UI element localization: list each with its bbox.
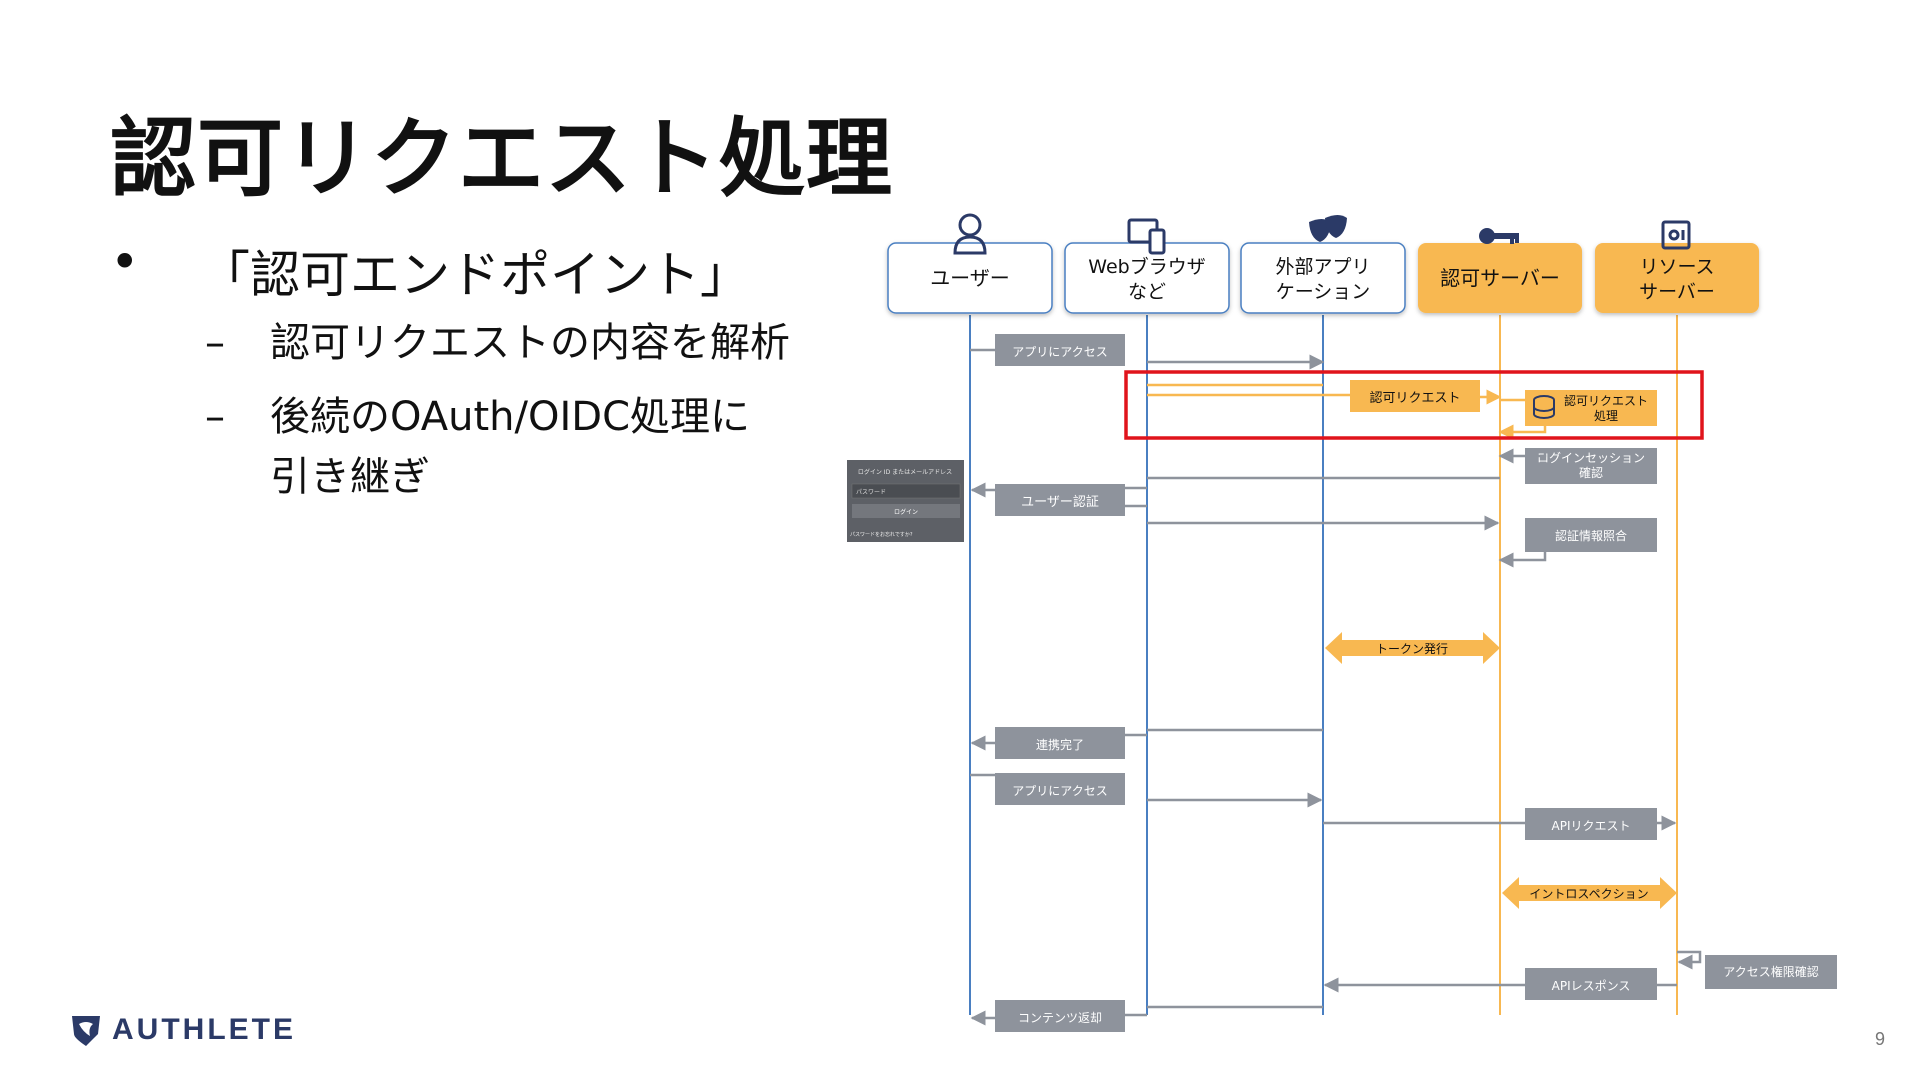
actor-app: 外部アプリ ケーション	[1240, 242, 1406, 314]
bullet-text: 「認可エンドポイント」	[200, 246, 750, 304]
msg-api-response-label: APIレスポンス	[1552, 979, 1631, 993]
devices-icon	[1127, 218, 1166, 255]
msg-auth-info	[1525, 518, 1657, 552]
introspection-arrow: イントロスペクション	[1502, 877, 1677, 909]
forgot-password-link: パスワードをお忘れですか?	[850, 531, 913, 538]
authz-request-process-label-1: 認可リクエスト	[1564, 393, 1648, 408]
msg-access-check-label: アクセス権限確認	[1723, 964, 1818, 979]
actor-authz-label: 認可サーバー	[1440, 266, 1560, 290]
key-icon	[1479, 228, 1519, 244]
msg-access-check	[1705, 955, 1837, 989]
msg-api-request	[1525, 808, 1657, 840]
authlete-logo-text: AUTHLETE	[112, 1013, 296, 1046]
sub-bullet-text-line2: 引き継ぎ	[270, 454, 430, 500]
password-field	[851, 483, 961, 499]
bullet-item-endpoint: • 「認可エンドポイント」	[110, 233, 830, 305]
introspection-label: イントロスペクション	[1529, 887, 1648, 901]
actor-authz-server: 認可サーバー	[1418, 243, 1582, 313]
msg-content-return	[995, 1000, 1125, 1032]
msg-login-session-label-1: ログインセッション	[1537, 451, 1645, 465]
actor-resource-label-2: サーバー	[1639, 281, 1715, 303]
authz-request-process-label-2: 処理	[1594, 409, 1618, 423]
msg-auth-info-label: 認証情報照合	[1555, 528, 1627, 543]
msg-api-response	[1525, 968, 1657, 1000]
sub-bullet-dash: –	[205, 394, 225, 440]
login-form-mock: ログイン ID またはメールアドレス パスワード ログイン パスワードをお忘れで…	[847, 460, 964, 542]
msg-app-access-2	[995, 773, 1125, 805]
msg-user-auth	[995, 484, 1125, 516]
actor-browser-label-1: Webブラウザ	[1088, 255, 1205, 278]
actor-resource-server: リソース サーバー	[1595, 243, 1759, 313]
slide-title: 認可リクエスト処理	[110, 109, 893, 209]
msg-app-access-2-label: アプリにアクセス	[1012, 784, 1107, 798]
login-id-placeholder: ログイン ID またはメールアドレス	[858, 468, 952, 476]
sub-bullet-text: 認可リクエストの内容を解析	[270, 320, 790, 366]
safe-icon	[1661, 220, 1691, 250]
login-button-label: ログイン	[894, 508, 918, 516]
bullet-dot: •	[110, 233, 140, 291]
sub-bullet-dash: –	[205, 320, 225, 366]
actor-app-label-1: 外部アプリ	[1275, 256, 1370, 278]
token-issue-label: トークン発行	[1376, 642, 1448, 656]
actor-user: ユーザー	[887, 242, 1053, 314]
msg-login-session-label-2: 確認	[1579, 465, 1603, 480]
msg-authz-request-label: 認可リクエスト	[1369, 390, 1460, 406]
msg-link-complete-label: 連携完了	[1036, 737, 1084, 752]
actor-browser-label-2: など	[1128, 281, 1166, 303]
bullet-list: • 「認可エンドポイント」 – 認可リクエストの内容を解析 – 後続のOAuth…	[110, 233, 830, 507]
msg-api-request-label: APIリクエスト	[1552, 819, 1631, 833]
sub-bullet-handoff: – 後続のOAuth/OIDC処理に 引き継ぎ	[110, 387, 830, 507]
login-button	[852, 504, 960, 518]
token-issue-arrow: トークン発行	[1325, 632, 1500, 664]
msg-authz-request	[1350, 380, 1480, 412]
actor-browser: Webブラウザ など	[1064, 242, 1230, 314]
msg-link-complete	[995, 727, 1125, 759]
highlight-authz-request	[1124, 370, 1704, 440]
password-placeholder: パスワード	[856, 489, 886, 496]
actor-user-label: ユーザー	[930, 266, 1010, 290]
page-number: 9	[1874, 1029, 1885, 1049]
msg-app-access-1-label: アプリにアクセス	[1012, 345, 1107, 359]
msg-content-return-label: コンテンツ返却	[1018, 1011, 1102, 1025]
authlete-logo: AUTHLETE	[68, 1012, 296, 1048]
user-icon	[953, 213, 987, 255]
msg-login-session	[1525, 448, 1657, 484]
sub-bullet-analyze: – 認可リクエストの内容を解析	[110, 313, 830, 373]
sub-bullet-text-line1: 後続のOAuth/OIDC処理に	[270, 394, 751, 440]
msg-user-auth-label: ユーザー認証	[1021, 494, 1099, 510]
msg-app-access-1	[995, 334, 1125, 366]
masks-icon	[1309, 215, 1347, 242]
actor-resource-label-1: リソース	[1639, 256, 1714, 278]
actor-app-label-2: ケーション	[1276, 281, 1371, 303]
authlete-logo-icon	[72, 1016, 100, 1046]
database-icon	[1533, 395, 1555, 419]
